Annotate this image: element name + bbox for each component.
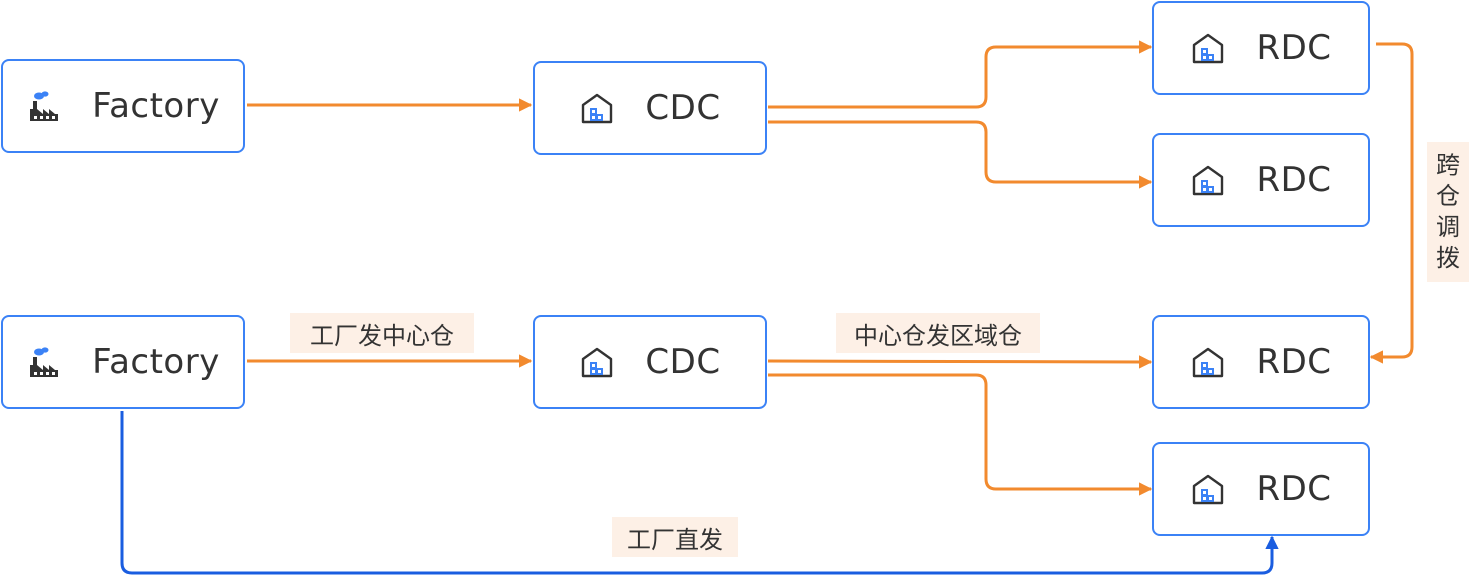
node-label: Factory xyxy=(92,342,220,382)
cross-warehouse-char: 仓 xyxy=(1436,182,1460,210)
node-label: RDC xyxy=(1256,160,1332,200)
cross-warehouse-char: 拨 xyxy=(1436,244,1460,272)
factory-node-top[interactable]: Factory xyxy=(1,59,245,153)
cdc-node-bottom[interactable]: CDC xyxy=(533,315,767,409)
arrow-cdc-to-rdc-3 xyxy=(767,355,1153,369)
node-label: RDC xyxy=(1256,342,1332,382)
arrow-cross-warehouse xyxy=(1369,42,1414,364)
edge-label-factory-direct: 工厂直发 xyxy=(612,517,738,557)
arrow-cdc-to-rdc-4 xyxy=(768,373,1153,496)
rdc-node-4[interactable]: RDC xyxy=(1152,442,1370,536)
node-label: Factory xyxy=(92,86,220,126)
arrow-factory-direct xyxy=(120,411,1279,575)
warehouse-icon xyxy=(1193,165,1224,196)
arrow-cdc-to-rdc-1 xyxy=(768,40,1153,109)
edge-label-factory-to-cdc: 工厂发中心仓 xyxy=(290,313,474,353)
edge-label-cdc-to-rdc: 中心仓发区域仓 xyxy=(836,313,1040,353)
node-label: CDC xyxy=(645,88,721,128)
rdc-node-1[interactable]: RDC xyxy=(1152,1,1370,95)
cross-warehouse-char: 调 xyxy=(1436,213,1460,241)
warehouse-icon xyxy=(582,347,613,378)
node-label: RDC xyxy=(1256,469,1332,509)
factory-icon xyxy=(30,347,59,377)
rdc-node-2[interactable]: RDC xyxy=(1152,133,1370,227)
warehouse-icon xyxy=(1193,474,1224,505)
factory-node-bottom[interactable]: Factory xyxy=(1,315,245,409)
rdc-node-3[interactable]: RDC xyxy=(1152,315,1370,409)
edge-label-cross-warehouse: 跨 仓 调 拨 xyxy=(1427,142,1469,282)
warehouse-icon xyxy=(1193,347,1224,378)
warehouse-icon xyxy=(1193,33,1224,64)
cross-warehouse-char: 跨 xyxy=(1436,151,1460,179)
arrow-cdc-to-rdc-2 xyxy=(768,120,1153,189)
node-label: RDC xyxy=(1256,28,1332,68)
node-label: CDC xyxy=(645,342,721,382)
warehouse-icon xyxy=(582,93,613,124)
cdc-node-top[interactable]: CDC xyxy=(533,61,767,155)
factory-icon xyxy=(30,91,59,121)
